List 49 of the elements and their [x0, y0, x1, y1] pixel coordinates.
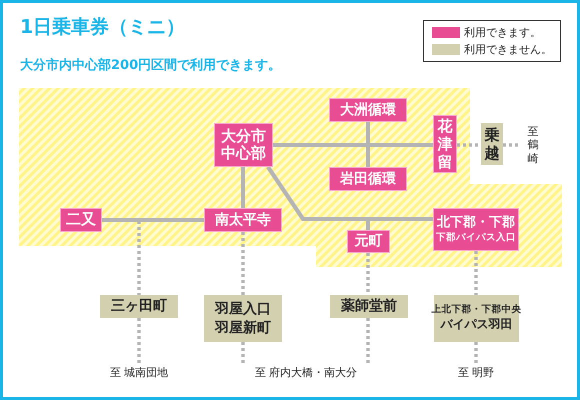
destination-text: 至 城南団地: [110, 366, 168, 380]
dotted-line: [457, 143, 481, 147]
station-name: 大洲循環: [340, 102, 396, 118]
dotted-line: [366, 253, 370, 295]
title: 1日乗車券（ミニ）: [20, 15, 186, 40]
station-box: [347, 230, 390, 253]
legend-text: 利用できません。: [464, 42, 552, 57]
subtitle: 大分市内中心部200円区間で利用できます。: [20, 56, 282, 74]
station-name: バイパス羽田: [440, 318, 512, 332]
station-name: 下郡バイパス入口: [436, 232, 516, 244]
station-box: [204, 208, 282, 232]
station-name: 岩田循環: [340, 170, 396, 188]
destination-text: 至鶴崎: [527, 125, 539, 165]
station-name: 二又: [66, 211, 96, 229]
destination-text: 至 府内大橋・南大分: [254, 366, 358, 380]
station-name: 三ヶ田町: [111, 298, 167, 315]
route-line: [102, 218, 204, 222]
station-box: [329, 98, 407, 122]
route-line: [273, 143, 433, 147]
station-name: 大分市中心部: [220, 128, 267, 162]
station-box: [214, 123, 273, 167]
dotted-line: [474, 251, 478, 295]
dotted-line: [241, 342, 245, 364]
station-name: 北下郡・下郡: [437, 216, 515, 230]
station-box: [100, 295, 178, 318]
station-box: [329, 167, 407, 191]
dotted-line: [137, 318, 141, 364]
station-name: 乗越: [484, 126, 500, 162]
dotted-line: [474, 342, 478, 364]
route-line: [241, 167, 245, 208]
dotted-line: [241, 232, 245, 295]
legend-text: 利用できます。: [464, 25, 541, 40]
route-line: [266, 166, 370, 230]
station-name: 上北下郡・下郡中央: [432, 305, 522, 316]
dotted-line: [366, 318, 370, 364]
station-box: [330, 295, 408, 318]
station-name: 南太平寺: [215, 212, 271, 228]
station-name: 花津留: [437, 117, 453, 171]
station-box: [433, 115, 457, 173]
station-name: 元町: [354, 233, 382, 250]
station-box: [433, 208, 519, 251]
station-name: 羽屋新町: [215, 320, 271, 336]
station-name: 薬師堂前: [341, 298, 397, 315]
route-line: [366, 122, 370, 167]
station-box: [204, 295, 282, 342]
station-box: [60, 208, 102, 232]
dotted-line: [503, 143, 521, 147]
station-name: 羽屋入口: [215, 301, 271, 318]
destination-text: 至 明野: [458, 366, 494, 380]
